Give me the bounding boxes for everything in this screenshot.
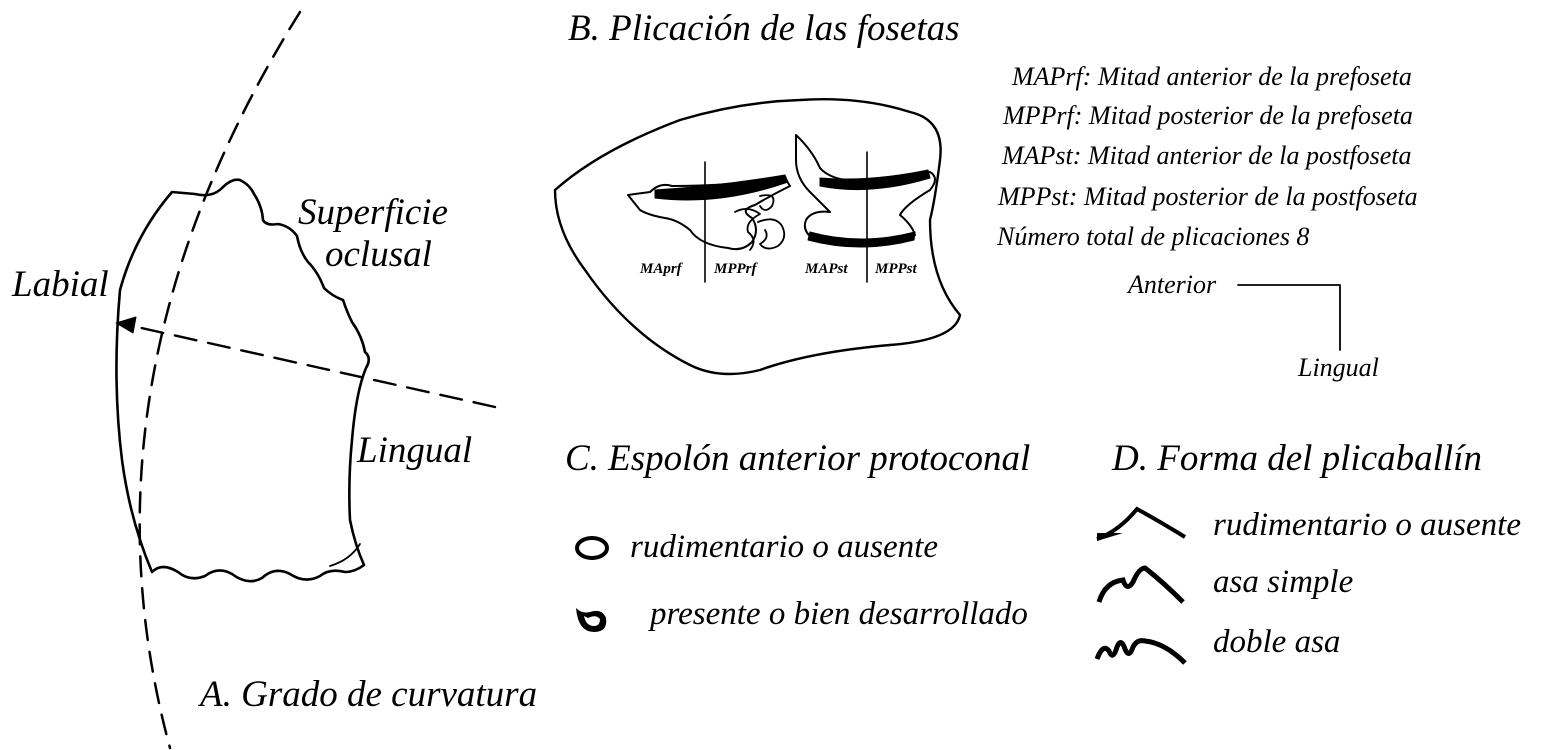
panel-c-item-2: presente o bien desarrollado <box>650 598 1028 631</box>
panel-d-item-3: doble asa <box>1213 626 1340 659</box>
panel-c-item-1: rudimentario o ausente <box>630 531 938 564</box>
label-mpprf: MPPrf <box>714 262 757 277</box>
curvature-arc <box>140 12 300 748</box>
tooth-corner-mark <box>330 544 360 566</box>
legend-line-1: MAPrf: Mitad anterior de la prefoseta <box>1012 64 1412 90</box>
label-labial: Labial <box>12 266 109 303</box>
label-maprf: MAprf <box>640 262 682 277</box>
legend-line-5: Número total de plicaciones 8 <box>997 224 1309 250</box>
curvature-arrow-line <box>128 325 495 407</box>
prefossette-band <box>655 175 788 200</box>
legend-line-2: MPPrf: Mitad posterior de la prefoseta <box>1003 103 1413 129</box>
postfossette-band-top <box>820 170 930 190</box>
oval-outline-icon <box>572 533 612 563</box>
panel-d-item-2: asa simple <box>1213 566 1353 599</box>
title-panel-c: C. Espolón anterior protoconal <box>565 440 1030 477</box>
label-superficie: Superficie <box>298 194 448 231</box>
title-panel-b: B. Plicación de las fosetas <box>568 10 960 47</box>
legend-line-4: MPPst: Mitad posterior de la postfoseta <box>998 184 1418 210</box>
single-loop-stroke-icon <box>1093 562 1193 610</box>
title-panel-a: A. Grado de curvatura <box>200 676 537 713</box>
double-loop-stroke-icon <box>1093 631 1193 671</box>
orientation-lingual: Lingual <box>1298 355 1379 381</box>
legend-line-3: MAPst: Mitad anterior de la postfoseta <box>1002 143 1411 169</box>
orientation-anterior: Anterior <box>1128 272 1216 298</box>
spur-filled-icon <box>572 602 612 636</box>
label-oclusal: oclusal <box>325 236 432 273</box>
label-mppst: MPPst <box>875 262 917 277</box>
peak-stroke-icon <box>1093 503 1193 543</box>
postfossette-band-bottom <box>808 232 915 247</box>
label-lingual-a: Lingual <box>357 432 472 469</box>
orientation-marker <box>1238 285 1340 350</box>
label-mapst: MAPst <box>805 262 848 277</box>
title-panel-d: D. Forma del plicaballín <box>1112 440 1482 477</box>
panel-d-item-1: rudimentario o ausente <box>1213 509 1521 542</box>
